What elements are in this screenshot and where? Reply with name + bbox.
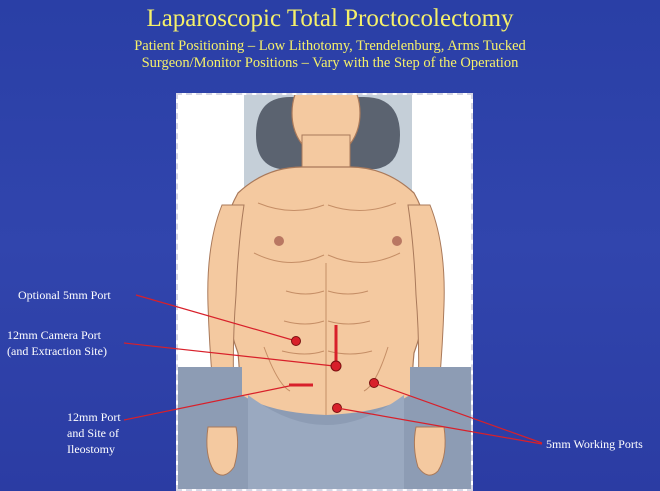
patient-illustration: [176, 93, 473, 491]
label-camera-port: 12mm Camera Port: [7, 328, 101, 342]
label-extraction-site: (and Extraction Site): [7, 344, 107, 358]
label-optional-5mm-port: Optional 5mm Port: [18, 288, 111, 302]
subtitle-surgeon-monitor: Surgeon/Monitor Positions – Vary with th…: [141, 55, 519, 71]
patient-drawing: [178, 95, 471, 489]
label-5mm-working-ports: 5mm Working Ports: [546, 437, 643, 451]
label-site-of: and Site of: [67, 426, 119, 440]
left-nipple: [274, 236, 284, 246]
slide-title: Laparoscopic Total Proctocolectomy: [146, 5, 514, 32]
label-12mm-port: 12mm Port: [67, 410, 121, 424]
subtitle-positioning: Patient Positioning – Low Lithotomy, Tre…: [134, 38, 526, 54]
label-ileostomy: Ileostomy: [67, 442, 115, 456]
right-nipple: [392, 236, 402, 246]
